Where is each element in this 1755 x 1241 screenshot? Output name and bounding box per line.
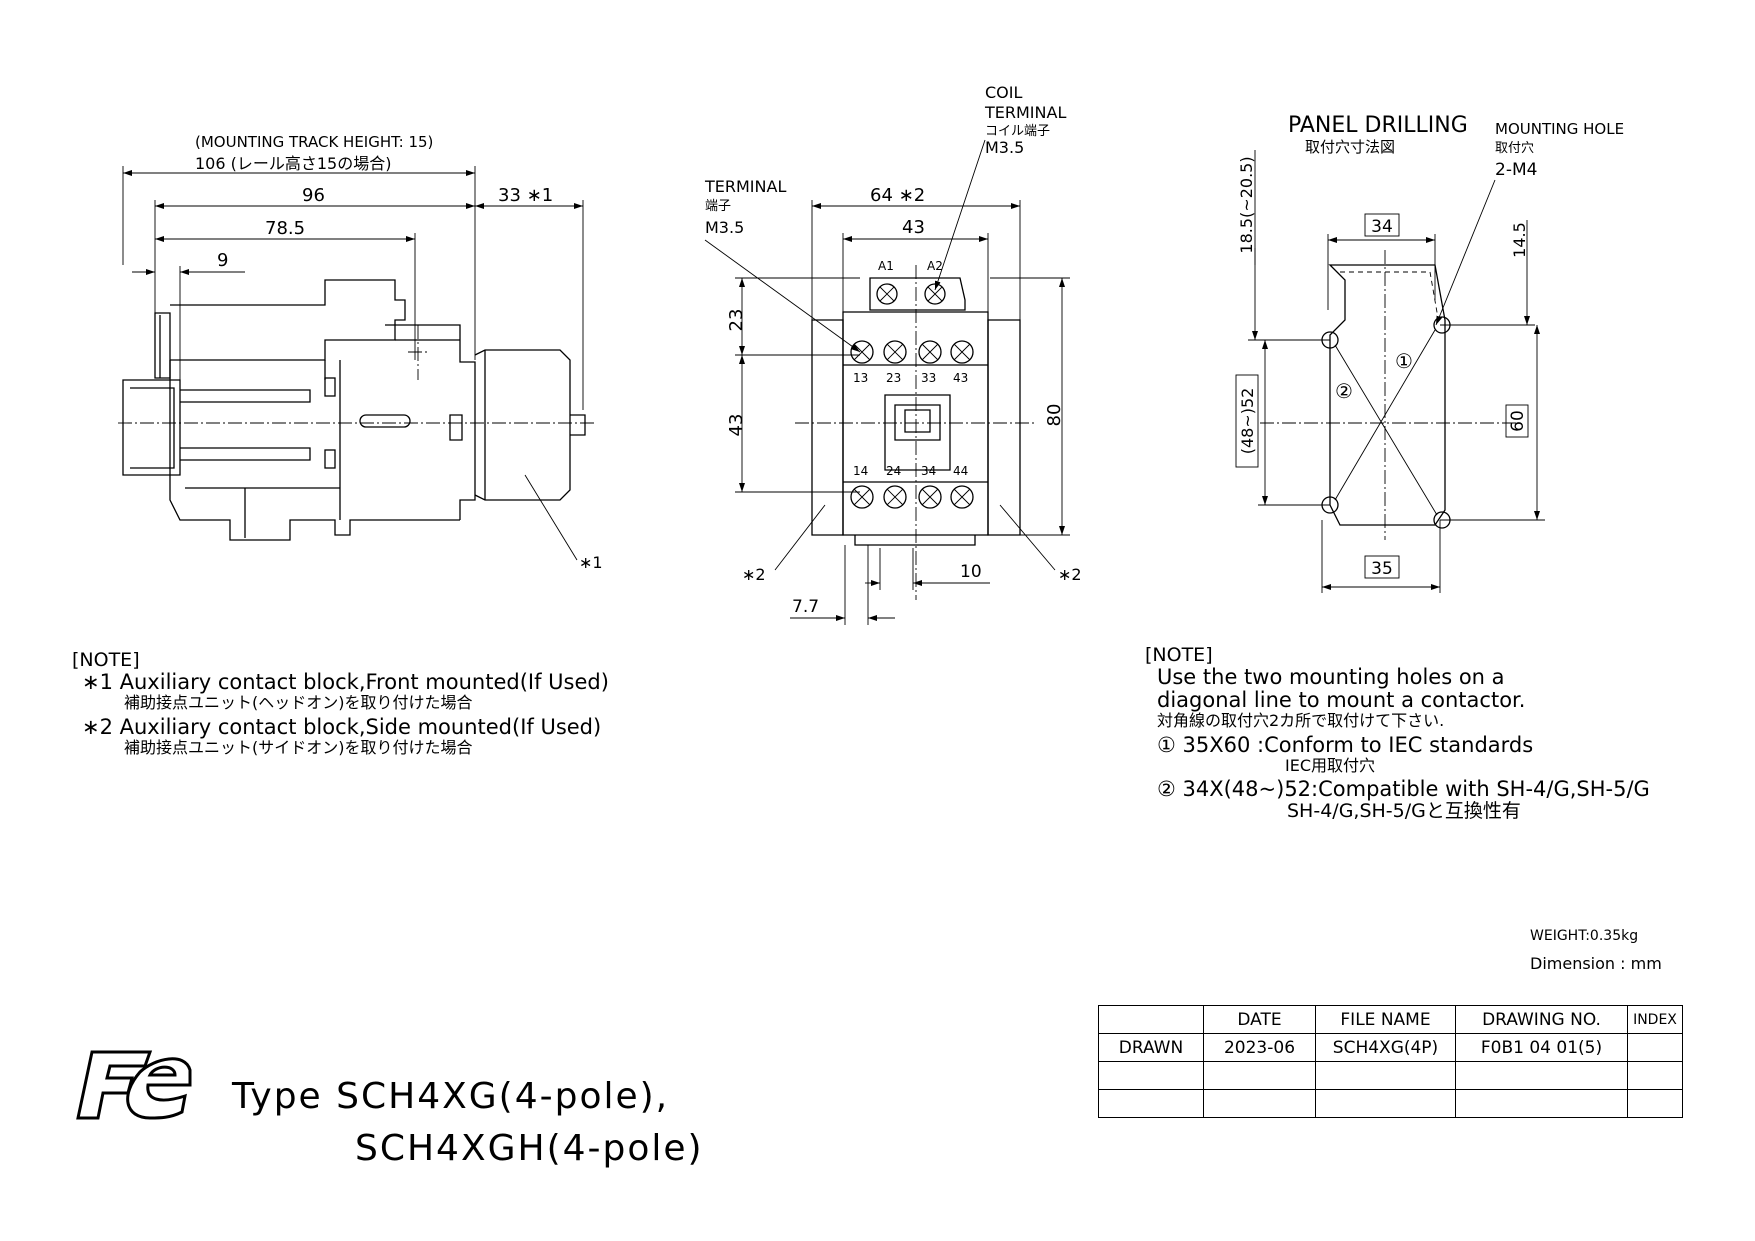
notes-right-line1: Use the two mounting holes on a	[1157, 664, 1505, 689]
dim-track-height: (MOUNTING TRACK HEIGHT: 15)	[195, 133, 433, 151]
type-line-1: Type SCH4XG(4-pole),	[231, 1076, 669, 1117]
notes-right-item2: ② 34X(48~)52:Compatible with SH-4/G,SH-5…	[1157, 777, 1650, 802]
fuji-electric-logo	[76, 1050, 192, 1120]
notes-right-line2: diagonal line to mount a contactor.	[1157, 687, 1526, 712]
dim-7-7: 7.7	[792, 597, 819, 617]
dim-60: 60	[1508, 410, 1528, 432]
notes-left-line1-jp: 補助接点ユニット(ヘッドオン)を取り付けた場合	[124, 692, 473, 712]
hole-spec: 2-M4	[1495, 160, 1537, 180]
title-block-header-row: DATE FILE NAME DRAWING NO. INDEX	[1098, 1005, 1683, 1034]
notes-right-item1: ① 35X60 :Conform to IEC standards	[1157, 732, 1534, 757]
callout-1: ∗1	[579, 553, 603, 572]
front-view: COIL TERMINAL コイル端子 M3.5 TERMINAL 端子 M3.…	[704, 83, 1082, 625]
dimension-unit: Dimension : mm	[1530, 954, 1662, 973]
top-terminal-screws	[850, 340, 974, 364]
dim-96: 96	[302, 185, 325, 206]
drawn-date: 2023-06	[1203, 1033, 1316, 1062]
bottom-terminal-24: 24	[886, 464, 901, 478]
notes-left-line2: ∗2 Auxiliary contact block,Side mounted(…	[82, 714, 602, 739]
dim-48-52: (48~)52	[1238, 388, 1257, 455]
coil-terminal-label-2: TERMINAL	[984, 103, 1066, 122]
coil-label-a2: A2	[927, 259, 943, 273]
coil-terminal-size: M3.5	[985, 138, 1024, 157]
header-index: INDEX	[1627, 1005, 1683, 1034]
notes-left-heading: [NOTE]	[72, 649, 140, 671]
terminal-size: M3.5	[705, 218, 744, 237]
dim-43-top: 43	[902, 217, 925, 238]
title-block-drawn-row: DRAWN 2023-06 SCH4XG(4P) F0B1 04 01(5)	[1098, 1033, 1683, 1062]
title-block-corner	[1098, 1005, 1204, 1034]
drawn-drawing-no: F0B1 04 01(5)	[1455, 1033, 1628, 1062]
notes-right-line3-jp: 対角線の取付穴2カ所で取付けて下さい.	[1157, 711, 1445, 731]
dim-106: 106 (レール高さ15の場合)	[195, 154, 391, 173]
notes-right-item1-jp: IEC用取付穴	[1285, 755, 1376, 775]
hole-label-jp: 取付穴	[1495, 141, 1534, 156]
bottom-terminal-screws	[850, 485, 974, 509]
panel-title-jp: 取付穴寸法図	[1305, 138, 1395, 156]
marker-2: ②	[1335, 379, 1353, 403]
dim-33: 33 ∗1	[498, 185, 553, 206]
dim-10: 10	[960, 562, 982, 582]
header-drawing-no: DRAWING NO.	[1455, 1005, 1628, 1034]
callout-2-right: ∗2	[1058, 565, 1082, 584]
terminal-jp: 端子	[705, 199, 731, 214]
dim-64: 64 ∗2	[870, 185, 925, 206]
notes-right-item2-jp: SH-4/G,SH-5/Gと互換性有	[1287, 800, 1521, 823]
callout-2-left: ∗2	[742, 565, 766, 584]
title-block-empty-row	[1098, 1089, 1683, 1118]
title-block-empty-row	[1098, 1061, 1683, 1090]
dim-43-side: 43	[726, 414, 747, 437]
dim-23: 23	[726, 309, 747, 332]
dim-80: 80	[1044, 404, 1065, 427]
weight: WEIGHT:0.35kg	[1530, 928, 1639, 944]
bottom-terminal-14: 14	[853, 464, 868, 478]
header-date: DATE	[1203, 1005, 1316, 1034]
title-block: DATE FILE NAME DRAWING NO. INDEX DRAWN 2…	[1098, 1005, 1683, 1118]
dim-34: 34	[1371, 217, 1393, 237]
bottom-terminal-44: 44	[953, 464, 968, 478]
notes-left: [NOTE] ∗1 Auxiliary contact block,Front …	[72, 650, 609, 756]
notes-right-heading: [NOTE]	[1145, 644, 1213, 666]
header-file-name: FILE NAME	[1315, 1005, 1456, 1034]
type-line-2: SCH4XGH(4-pole)	[355, 1128, 704, 1169]
top-terminal-43: 43	[953, 371, 968, 385]
coil-terminal-jp: コイル端子	[985, 124, 1050, 139]
hole-label: MOUNTING HOLE	[1495, 120, 1624, 138]
dim-35: 35	[1371, 559, 1393, 579]
dim-78-5: 78.5	[265, 218, 305, 239]
coil-label-a1: A1	[878, 259, 894, 273]
notes-right: [NOTE] Use the two mounting holes on a d…	[1145, 645, 1650, 822]
terminal-label: TERMINAL	[704, 177, 786, 196]
panel-drilling-view: PANEL DRILLING 取付穴寸法図 MOUNTING HOLE 取付穴 …	[1235, 113, 1624, 593]
top-terminal-23: 23	[886, 371, 901, 385]
dim-18-5: 18.5(~20.5)	[1237, 156, 1256, 253]
top-terminal-13: 13	[853, 371, 868, 385]
dim-9: 9	[217, 250, 228, 271]
panel-title: PANEL DRILLING	[1288, 113, 1468, 138]
notes-left-line2-jp: 補助接点ユニット(サイドオン)を取り付けた場合	[124, 737, 473, 757]
drawn-label: DRAWN	[1098, 1033, 1204, 1062]
coil-screws	[876, 283, 946, 305]
drawn-index	[1627, 1033, 1683, 1062]
coil-terminal-label: COIL	[985, 83, 1022, 102]
top-terminal-33: 33	[921, 371, 936, 385]
side-view: (MOUNTING TRACK HEIGHT: 15) 106 (レール高さ15…	[118, 133, 603, 572]
dim-14-5: 14.5	[1510, 222, 1529, 258]
marker-1: ①	[1395, 349, 1413, 373]
notes-left-line1: ∗1 Auxiliary contact block,Front mounted…	[82, 669, 609, 694]
drawn-file-name: SCH4XG(4P)	[1315, 1033, 1456, 1062]
bottom-terminal-34: 34	[921, 464, 936, 478]
